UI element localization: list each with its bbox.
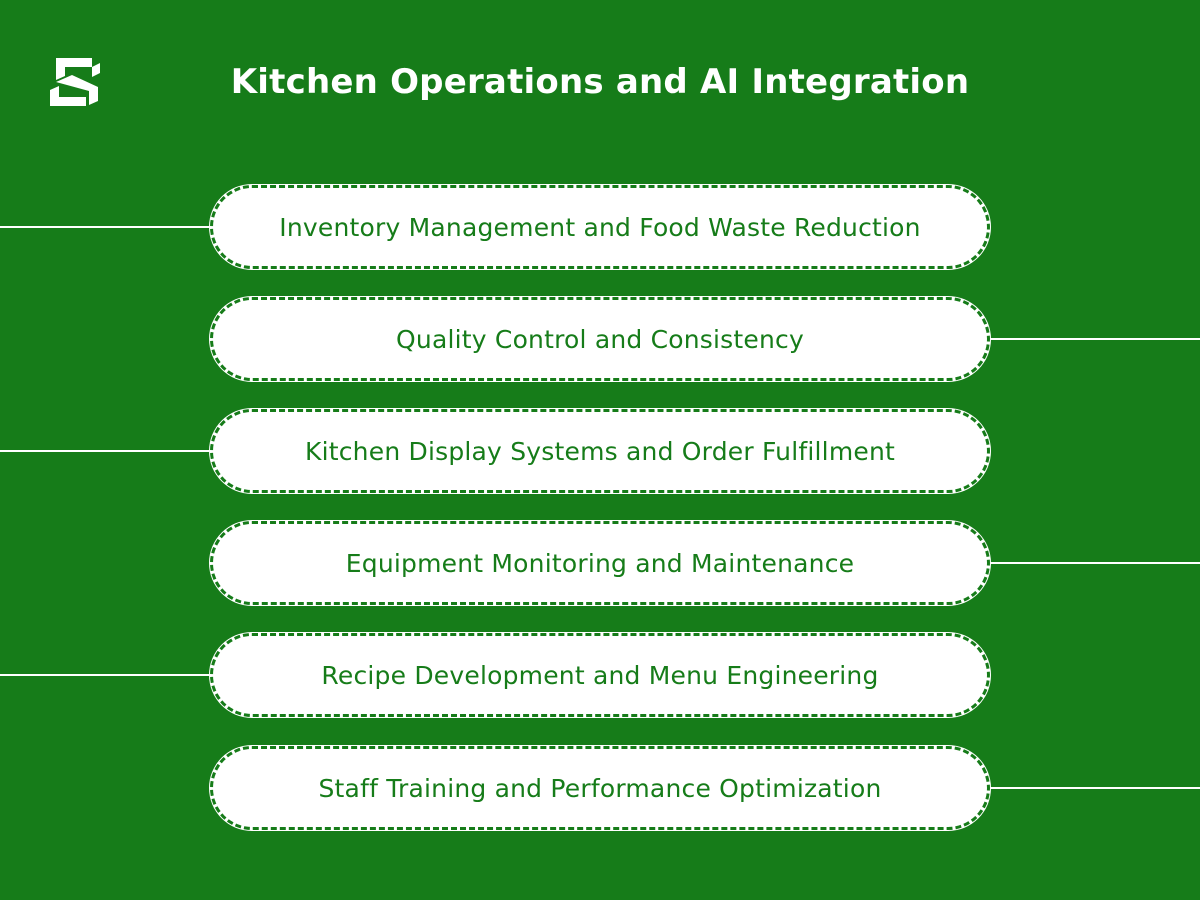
item-label: Inventory Management and Food Waste Redu… <box>279 212 921 242</box>
connector-line-3 <box>0 450 212 452</box>
item-label: Equipment Monitoring and Maintenance <box>345 548 855 578</box>
item-label: Kitchen Display Systems and Order Fulfil… <box>305 436 895 466</box>
connector-line-5 <box>0 674 212 676</box>
item-inventory-management: Inventory Management and Food Waste Redu… <box>210 185 990 269</box>
item-label: Staff Training and Performance Optimizat… <box>318 773 882 803</box>
connector-line-2 <box>988 338 1200 340</box>
connector-line-1 <box>0 226 212 228</box>
item-label: Recipe Development and Menu Engineering <box>321 660 879 690</box>
connector-line-4 <box>988 562 1200 564</box>
connector-line-6 <box>988 787 1200 789</box>
brand-s-logo-icon <box>50 58 100 106</box>
item-quality-control: Quality Control and Consistency <box>210 297 990 381</box>
item-recipe-development: Recipe Development and Menu Engineering <box>210 633 990 717</box>
item-equipment-monitoring: Equipment Monitoring and Maintenance <box>210 521 990 605</box>
item-label: Quality Control and Consistency <box>396 324 804 354</box>
item-staff-training: Staff Training and Performance Optimizat… <box>210 746 990 830</box>
page-title: Kitchen Operations and AI Integration <box>230 62 970 102</box>
item-kitchen-display-systems: Kitchen Display Systems and Order Fulfil… <box>210 409 990 493</box>
